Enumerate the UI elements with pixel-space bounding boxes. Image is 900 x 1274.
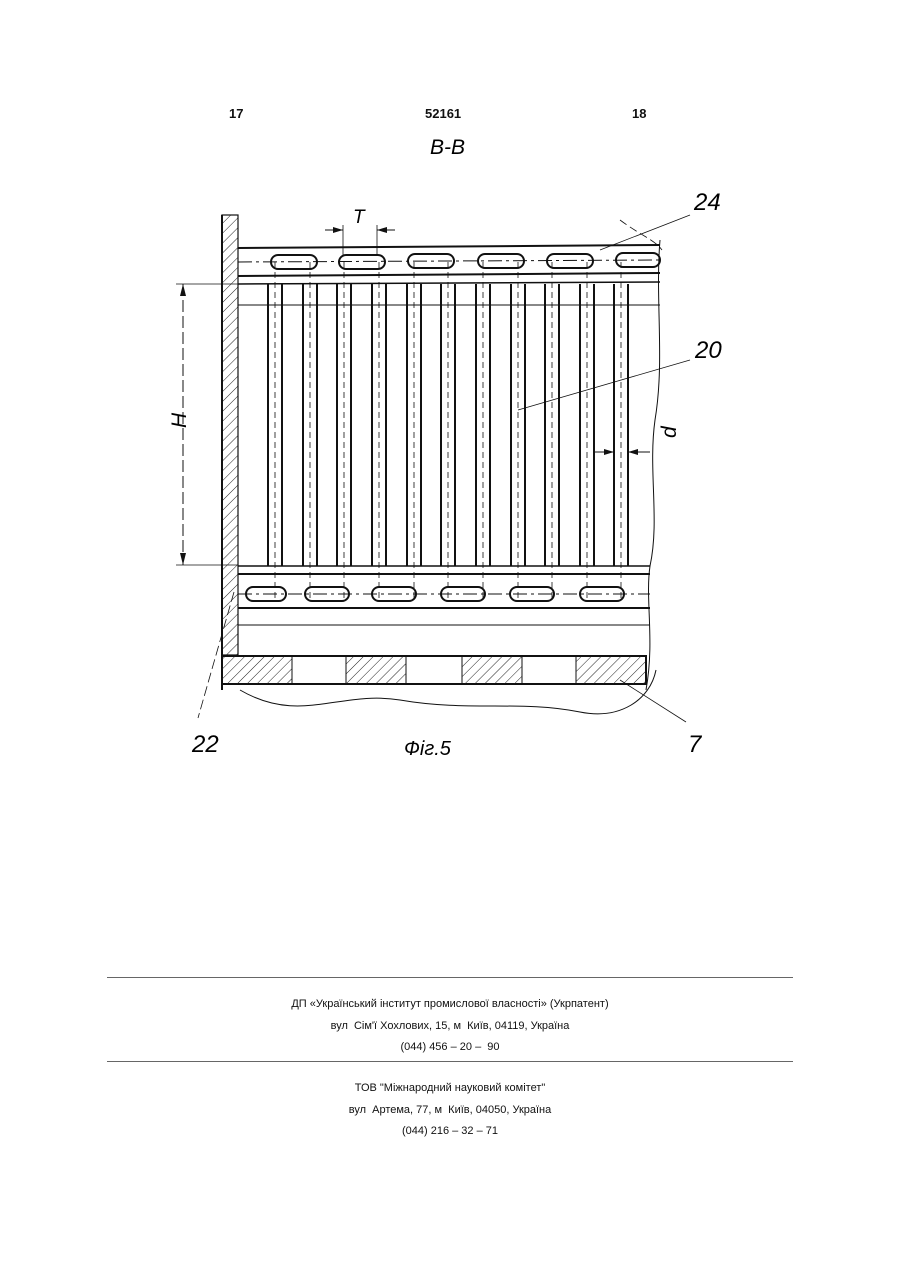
org1-address: вул Сім'ї Хохлових, 15, м Київ, 04119, У… [0,1016,900,1038]
footer-rule-top [107,977,793,978]
footer-org1: ДП «Український інститут промислової вла… [0,994,900,1059]
org2-address: вул Артема, 77, м Київ, 04050, Україна [0,1100,900,1122]
section-label: B-B [430,136,465,159]
org1-phone: (044) 456 – 20 – 90 [0,1037,900,1059]
footer-org2: ТОВ "Міжнародний науковий комітет" вул А… [0,1078,900,1143]
dim-t-label: T [353,207,366,228]
ref-20: 20 [694,337,722,364]
org2-phone: (044) 216 – 32 – 71 [0,1121,900,1143]
figure-caption: Фіг.5 [404,738,452,760]
org1-name: ДП «Український інститут промислової вла… [0,994,900,1016]
left-wall [222,215,238,655]
base-plate [222,656,646,684]
ref-22: 22 [191,731,219,758]
ref-24: 24 [693,189,721,216]
ref-7: 7 [688,731,703,758]
footer-rule-middle [107,1061,793,1062]
tube-bundle [268,262,628,600]
technical-drawing: B-B [0,0,900,800]
dim-d-label: d [658,425,681,438]
dim-h-label: H [168,412,191,428]
org2-name: ТОВ "Міжнародний науковий комітет" [0,1078,900,1100]
